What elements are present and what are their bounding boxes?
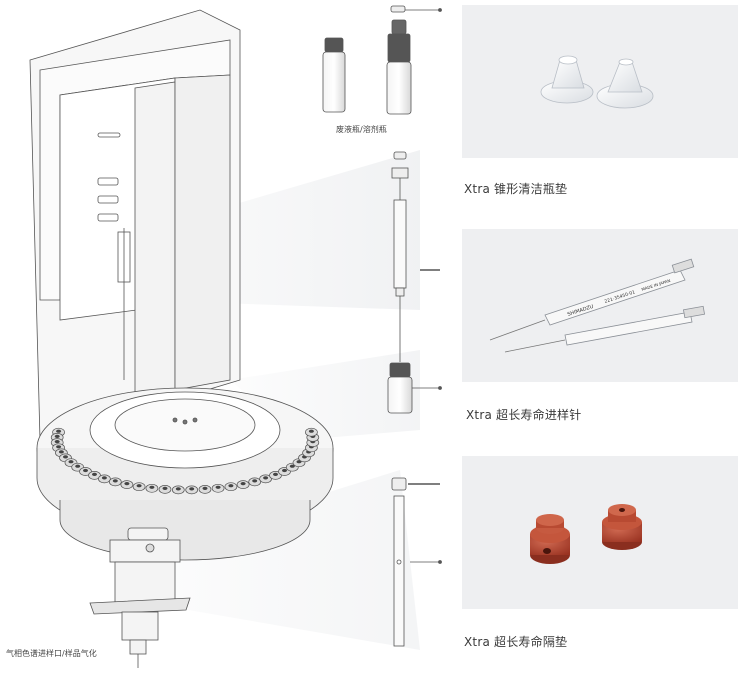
tray-vial-cap [202, 486, 208, 490]
tray-vial-cap [263, 476, 269, 480]
tray-vial-cap [149, 485, 155, 489]
vial-caption: 废液瓶/溶剂瓶 [336, 125, 387, 134]
tray-vial-cap [112, 479, 118, 483]
panel-cone-septum-bg [462, 5, 738, 158]
tray-vial-cap [162, 486, 168, 490]
tray-vial-cap [92, 472, 97, 476]
vial-tray-ring [50, 427, 320, 495]
red-septum-illustration [530, 504, 642, 564]
tray-vial-cap [136, 484, 142, 488]
exploded-parts [322, 5, 442, 647]
tray-vial-cap [289, 464, 295, 468]
panel2-title: Xtra 超长寿命进样针 [466, 408, 582, 422]
tray-vial-cap [56, 445, 62, 449]
tray-vial-cap [228, 484, 234, 488]
tray-vial-cap [56, 429, 62, 433]
tray-vial-cap [54, 434, 60, 438]
tray-vial-cap [58, 450, 64, 454]
tray-vial-cap [215, 485, 221, 489]
tray-vial-cap [252, 479, 258, 483]
tray-vial-cap [124, 482, 130, 486]
autosampler-instrument [29, 9, 334, 561]
panel1-title: Xtra 锥形清洁瓶垫 [464, 182, 568, 196]
tray-vial-cap [54, 440, 60, 444]
tray-vial-cap [240, 482, 246, 486]
injector-assembly [89, 527, 191, 668]
tray-vial-cap [175, 487, 181, 491]
panel-septum-bg [462, 456, 738, 609]
tray-vial-cap [68, 460, 74, 464]
panel3-title: Xtra 超长寿命隔垫 [464, 635, 568, 649]
tray-vial-cap [189, 487, 195, 491]
tray-vial-cap [282, 468, 287, 473]
inlet-caption: 气相色谱进样口/样品气化 [6, 649, 97, 658]
syringe-illustration [489, 258, 706, 353]
tray-vial-cap [83, 468, 88, 473]
cone-septum-illustration [540, 55, 654, 109]
tray-vial-cap [273, 472, 278, 476]
tray-vial-cap [308, 429, 314, 433]
tray-vial-cap [101, 476, 107, 480]
tray-vial-cap [63, 455, 68, 459]
tray-vial-cap [75, 464, 81, 468]
